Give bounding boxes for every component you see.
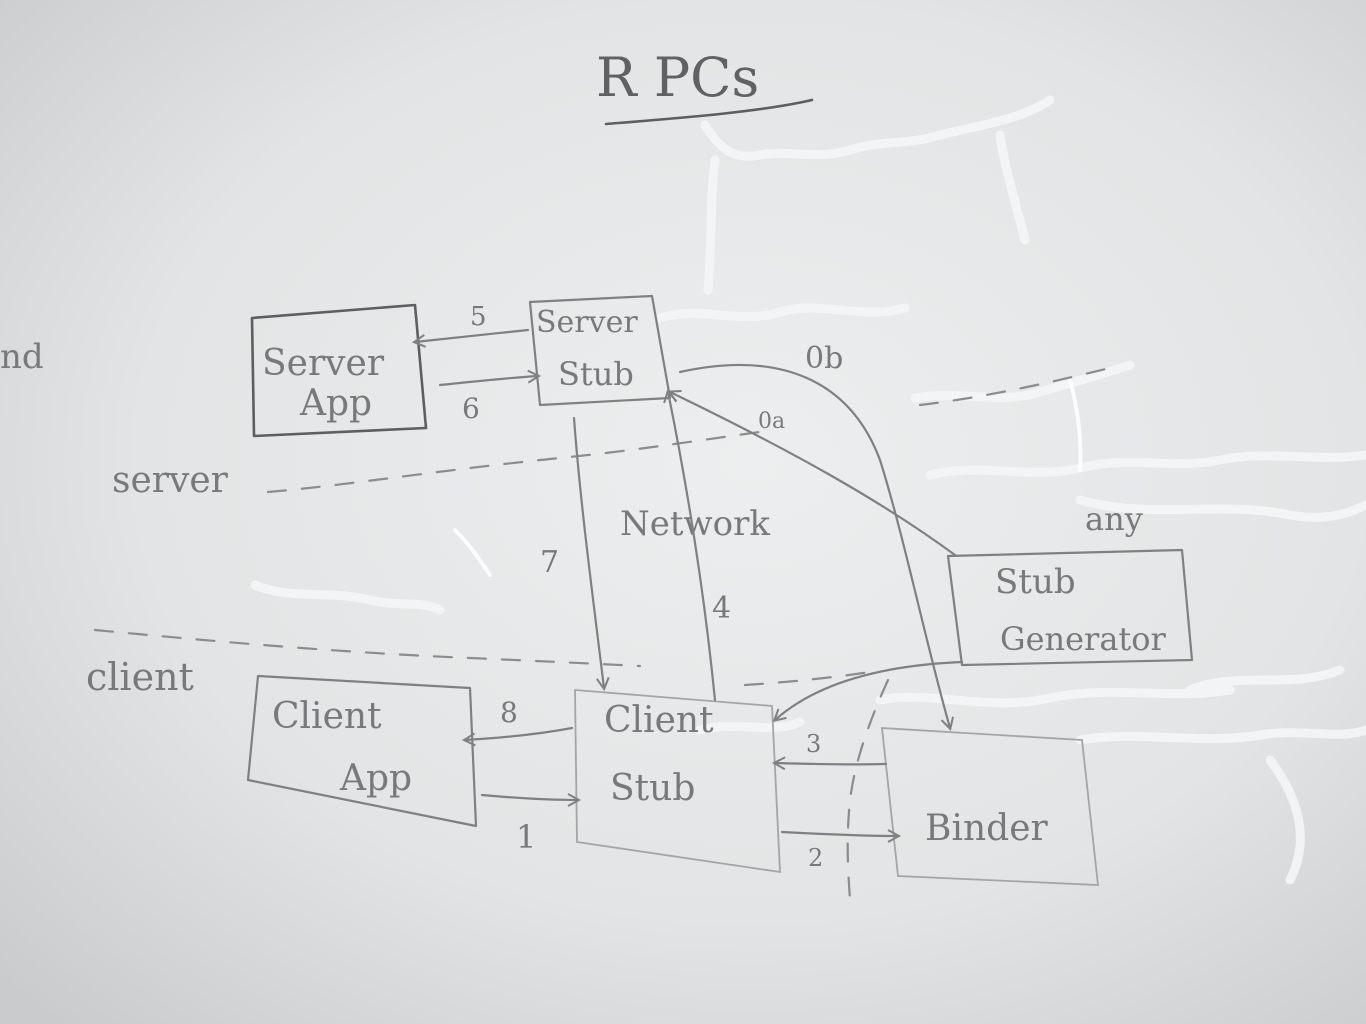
step-0b-label: 0b: [805, 341, 843, 376]
stub-generator-label-2: Generator: [1000, 620, 1167, 658]
step-6-label: 6: [462, 392, 480, 425]
stub-generator-box: Stub Generator: [946, 548, 1194, 667]
client-stub-label-2: Stub: [610, 768, 695, 809]
server-zone-divider: [266, 430, 762, 494]
diagram-title: R PCs: [596, 46, 759, 109]
server-stub-label-1: Server: [536, 305, 638, 340]
server-stub-label-2: Stub: [558, 355, 634, 393]
server-app-box: Server App: [250, 303, 428, 438]
server-app-label-2: App: [299, 383, 372, 424]
arrow-generator-to-client-stub: [775, 660, 964, 720]
client-stub-box: Client Stub: [574, 689, 781, 874]
stub-generator-label-1: Stub: [995, 562, 1076, 602]
client-zone-divider-right: [743, 670, 872, 687]
client-app-label-2: App: [339, 758, 412, 799]
server-app-label-1: Server: [262, 343, 385, 384]
client-stub-label-1: Client: [604, 700, 714, 741]
arrow-step-3: [775, 763, 888, 764]
edge-partial-text: nd: [0, 337, 44, 377]
step-7-label: 7: [540, 545, 559, 580]
arrow-step-6: [438, 376, 538, 387]
residue-streaks: [250, 95, 1366, 885]
arrow-step-5: [415, 328, 530, 342]
step-8-label: 8: [500, 696, 518, 729]
client-app-label-1: Client: [272, 696, 382, 737]
binder-box: Binder: [880, 727, 1100, 886]
any-zone-label: any: [1085, 500, 1143, 538]
client-zone-label: client: [86, 655, 194, 699]
arrow-step-8: [465, 726, 574, 740]
arrow-step-1: [480, 795, 578, 800]
server-zone-label: server: [112, 460, 229, 501]
step-4-label: 4: [712, 591, 731, 626]
arrow-step-0a: [670, 392, 957, 557]
step-labels: 5 6 7 4 8 1 3 2 0a 0b: [462, 302, 843, 872]
binder-label: Binder: [925, 808, 1049, 849]
step-2-label: 2: [808, 844, 823, 872]
step-0a-label: 0a: [758, 409, 785, 434]
step-5-label: 5: [470, 302, 487, 332]
step-3-label: 3: [806, 730, 821, 758]
arrow-step-7: [572, 416, 604, 688]
arrow-step-2: [780, 832, 898, 836]
step-1-label: 1: [516, 818, 536, 856]
title-underline: [604, 98, 814, 126]
client-app-box: Client App: [246, 674, 478, 828]
arrow-step-4: [668, 392, 717, 702]
flow-arrows: [415, 328, 964, 902]
arrow-step-0b: [678, 363, 950, 728]
binder-dashed-guide: [846, 678, 890, 902]
server-stub-box: Server Stub: [528, 294, 672, 407]
